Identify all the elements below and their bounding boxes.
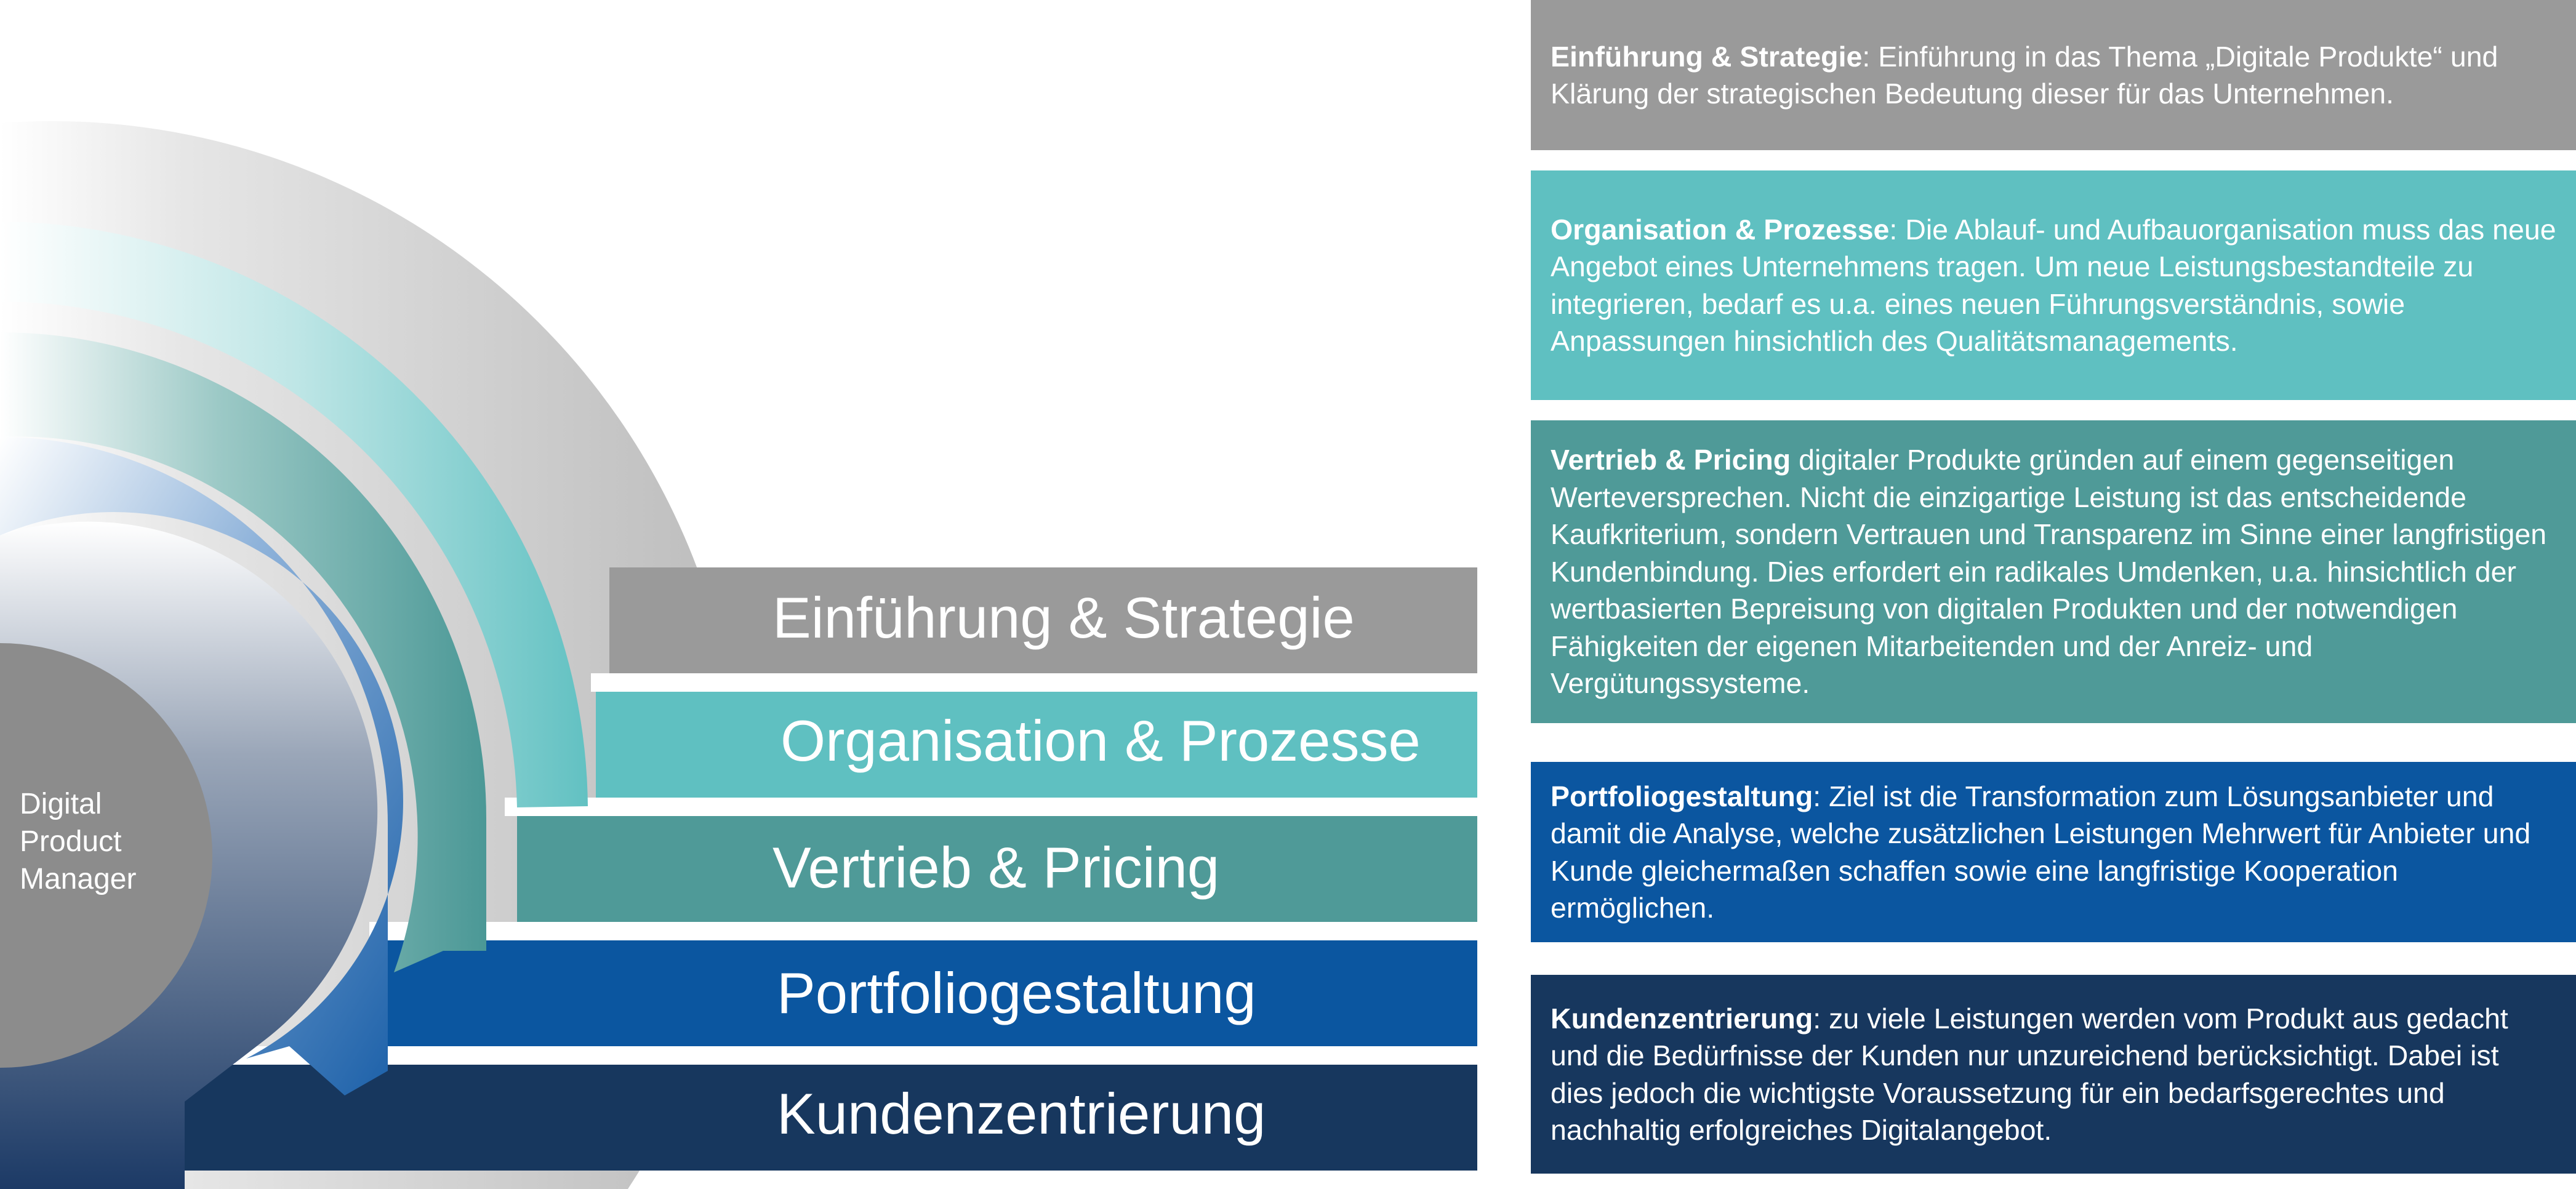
desc-text: : zu viele Leistungen werden vom Produkt… — [1551, 1002, 2508, 1147]
desc-box-kundenzentrierung: Kundenzentrierung: zu viele Leistungen w… — [1531, 975, 2576, 1174]
center-line: Product — [20, 825, 122, 858]
desc-text: : Einführung in das Thema „Digitale Prod… — [1551, 40, 2498, 110]
stage-bar-vertrieb — [517, 816, 1477, 922]
desc-lead: Organisation & Prozesse — [1551, 213, 1890, 246]
stage-bar-kundenzentrierung — [185, 1065, 1477, 1171]
desc-lead: Einführung & Strategie — [1551, 40, 1863, 73]
desc-lead: Vertrieb & Pricing — [1551, 444, 1791, 476]
stage-bar-organisation — [596, 692, 1477, 798]
desc-lead: Kundenzentrierung — [1551, 1002, 1813, 1035]
arc-blue — [0, 437, 403, 1095]
stage-title: Organisation & Prozesse — [780, 708, 1421, 773]
desc-box-organisation: Organisation & Prozesse: Die Ablauf- und… — [1531, 170, 2576, 400]
desc-box-portfolio: Portfoliogestaltung: Ziel ist die Transf… — [1531, 762, 2576, 942]
stage-title: Kundenzentrierung — [777, 1081, 1266, 1146]
stage-arc-diagram — [0, 121, 1477, 1189]
desc-text: : Die Ablauf- und Aufbauorganisation mus… — [1551, 213, 2556, 358]
arc-teal — [0, 222, 588, 807]
core-circle — [0, 643, 212, 1068]
arc-dark-teal — [0, 332, 486, 972]
desc-box-einfuehrung: Einführung & Strategie: Einführung in da… — [1531, 0, 2576, 150]
desc-text: digitaler Produkte gründen auf einem geg… — [1551, 444, 2547, 700]
stage-bar-einfuehrung — [609, 567, 1477, 673]
center-line: Digital — [20, 788, 102, 820]
stage-title: Portfoliogestaltung — [777, 961, 1256, 1025]
desc-text: : Ziel ist die Transformation zum Lösung… — [1551, 780, 2531, 924]
desc-box-vertrieb: Vertrieb & Pricing digitaler Produkte gr… — [1531, 420, 2576, 723]
center-line: Manager — [20, 863, 137, 895]
desc-lead: Portfoliogestaltung — [1551, 780, 1813, 812]
center-label: Digital Product Manager — [20, 785, 136, 898]
stage-title: Vertrieb & Pricing — [772, 835, 1220, 900]
stage-bar-portfolio — [388, 940, 1477, 1046]
separators — [172, 673, 1477, 1065]
stage-title: Einführung & Strategie — [772, 585, 1355, 650]
